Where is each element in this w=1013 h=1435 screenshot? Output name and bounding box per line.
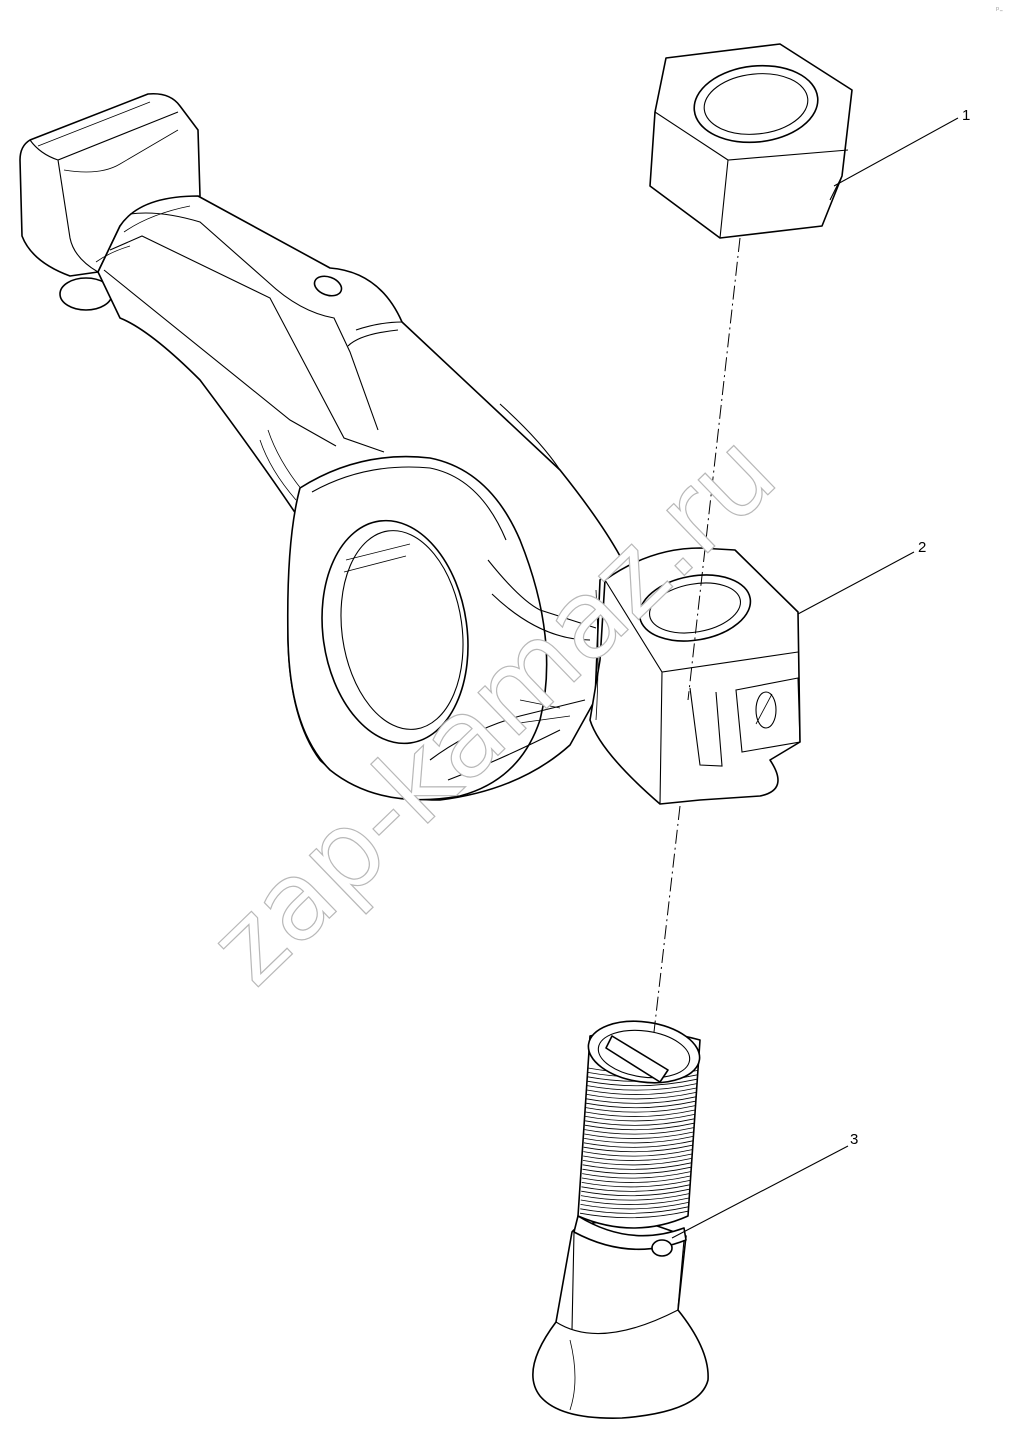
rocker-arm <box>19 92 621 801</box>
thread-line <box>582 1166 692 1175</box>
thread-line <box>583 1149 693 1157</box>
thread-line <box>581 1188 690 1197</box>
adjusting-screw-neck-hole <box>651 1239 673 1257</box>
thread-line <box>584 1136 694 1144</box>
thread-line <box>586 1087 697 1095</box>
rocker-arm-pad <box>19 92 201 277</box>
thread-line <box>582 1162 692 1170</box>
thread-line <box>585 1105 696 1113</box>
nut-bore-inner <box>703 73 809 135</box>
thread-line <box>585 1100 696 1109</box>
thread-line <box>584 1122 695 1131</box>
adjusting-screw-thread-lines <box>579 1065 699 1219</box>
thread-line <box>583 1144 693 1153</box>
corner-mark: ᵖ ̵ <box>996 5 1003 14</box>
nut <box>649 43 853 239</box>
thread-line <box>584 1127 694 1135</box>
thread-line <box>585 1118 695 1126</box>
adjusting-screw-slot <box>605 1035 669 1083</box>
adjusting-screw <box>532 1020 709 1419</box>
adjusting-screw-top <box>587 1020 701 1084</box>
assembly-axis-line <box>653 237 741 1033</box>
thread-line <box>581 1175 691 1183</box>
thread-line <box>586 1083 697 1091</box>
thread-line <box>582 1158 692 1166</box>
rocker-arm-adjuster-head <box>589 547 801 805</box>
thread-line <box>583 1153 693 1161</box>
adjuster-head-lock-hole <box>755 691 777 729</box>
adjusting-screw-socket <box>532 1219 709 1419</box>
thread-line <box>585 1109 696 1117</box>
thread-line <box>580 1206 689 1214</box>
thread-line <box>582 1171 691 1179</box>
thread-line <box>585 1114 695 1122</box>
rocker-arm-pad-edge <box>29 111 179 273</box>
callout-1: 1 <box>962 107 970 124</box>
thread-line <box>587 1078 698 1087</box>
thread-line <box>586 1092 697 1100</box>
callout-2: 2 <box>918 539 926 556</box>
thread-line <box>584 1131 694 1139</box>
thread-line <box>579 1210 689 1219</box>
leader-line-2 <box>797 551 915 615</box>
adjuster-head-bore-inner <box>648 582 742 634</box>
leader-line-3 <box>671 1145 849 1239</box>
thread-line <box>581 1184 690 1192</box>
thread-line <box>586 1096 696 1104</box>
rocker-arm-oil-hole <box>313 275 343 297</box>
thread-line <box>580 1193 690 1201</box>
callout-3: 3 <box>850 1131 858 1148</box>
thread-line <box>580 1202 689 1210</box>
thread-line <box>580 1197 689 1205</box>
thread-line <box>583 1140 693 1148</box>
rocker-arm-bore-inner <box>340 530 464 730</box>
nut-bore <box>693 64 819 144</box>
rocker-arm-bore <box>321 519 469 745</box>
leader-line-1 <box>833 117 959 187</box>
thread-line <box>581 1180 691 1188</box>
adjuster-head-bore <box>638 574 752 642</box>
